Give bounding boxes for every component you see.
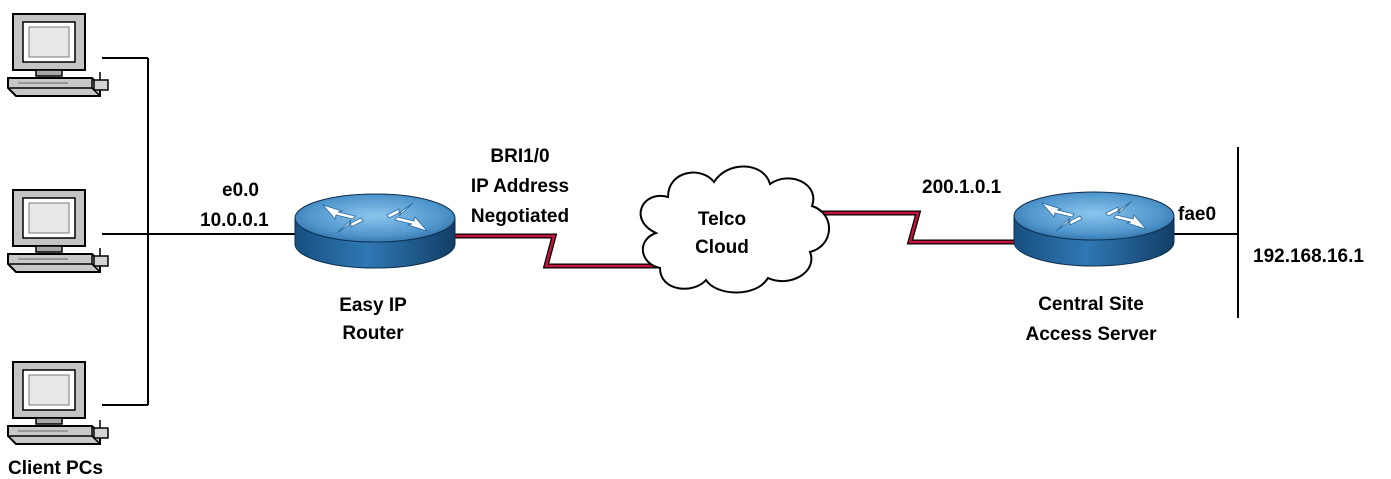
desktop-pc-icon (7, 361, 109, 445)
label-ip-192: 192.168.16.1 (1253, 246, 1364, 267)
label-telco-1: Telco (698, 209, 746, 230)
router-icon (294, 193, 456, 269)
label-fae0: fae0 (1178, 204, 1216, 225)
label-central-2: Access Server (1026, 324, 1158, 345)
label-ip-10: 10.0.0.1 (200, 210, 269, 231)
label-easy-ip-1: Easy IP (339, 295, 407, 316)
lan-connections (102, 57, 300, 406)
label-easy-ip-2: Router (342, 323, 404, 344)
client-pc-1 (7, 13, 109, 97)
client-pc-3 (7, 361, 109, 445)
server-ethernet (1172, 147, 1239, 318)
client-pc-2 (7, 189, 109, 273)
label-bri-1: BRI1/0 (490, 146, 549, 167)
label-bri-2: IP Address (471, 176, 569, 197)
desktop-pc-icon (7, 13, 109, 97)
label-ip-200: 200.1.0.1 (922, 177, 1002, 198)
desktop-pc-icon (7, 189, 109, 273)
label-client-pcs: Client PCs (8, 458, 103, 479)
router-icon (1013, 191, 1175, 267)
wan-link-bri (455, 233, 660, 269)
label-central-1: Central Site (1038, 294, 1144, 315)
central-site-router (1013, 191, 1175, 267)
label-telco-2: Cloud (695, 237, 749, 258)
label-e00: e0.0 (222, 180, 259, 201)
wan-link-central (820, 210, 1020, 245)
cloud-icon (639, 165, 830, 294)
label-bri-3: Negotiated (471, 206, 569, 227)
easy-ip-router (294, 193, 456, 269)
